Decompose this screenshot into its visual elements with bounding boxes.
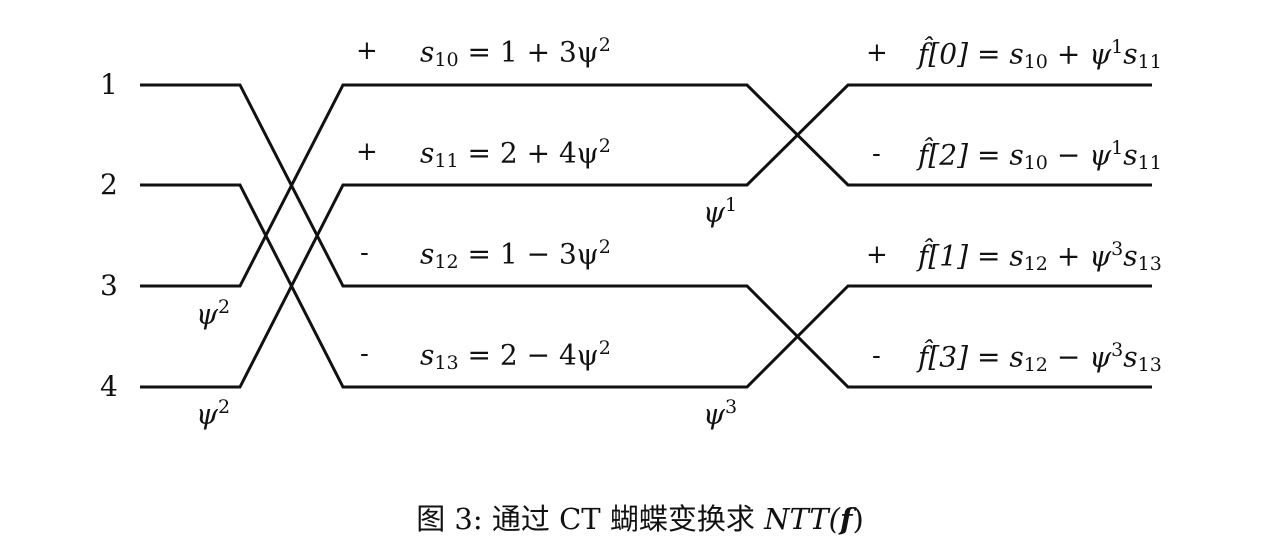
stage1-result-s11: s11 = 2 + 4ψ2: [420, 135, 611, 173]
stage2-sign-1: -: [872, 139, 881, 169]
stage2-sign-3: -: [872, 341, 881, 371]
stage1-sign-2: -: [360, 238, 369, 268]
stage1-result-s10: s10 = 1 + 3ψ2: [420, 34, 611, 72]
wire-3: [140, 83, 1152, 288]
input-index-4: 4: [100, 370, 118, 403]
stage2-result-f3: f̂[3] = s12 − ψ3s13: [918, 339, 1162, 377]
stage1-result-s12: s12 = 1 − 3ψ2: [420, 236, 611, 274]
stage2-sign-2: +: [866, 240, 888, 270]
twiddle-stage1-a: ψ2: [196, 296, 231, 331]
input-index-2: 2: [100, 168, 118, 201]
twiddle-stage2-b: ψ3: [703, 396, 738, 431]
wire-2: [140, 183, 1152, 389]
wire-4: [140, 83, 1152, 389]
stage2-result-f0: f̂[0] = s10 + ψ1s11: [918, 36, 1162, 74]
stage1-sign-0: +: [356, 36, 378, 66]
stage1-sign-3: -: [360, 339, 369, 369]
wire-1: [140, 83, 1152, 389]
stage2-result-f2: f̂[2] = s10 − ψ1s11: [918, 137, 1162, 175]
stage2-result-f1: f̂[1] = s12 + ψ3s13: [918, 238, 1162, 276]
twiddle-stage2-a: ψ1: [703, 194, 738, 229]
figure-caption: 图 3: 通过 CT 蝴蝶变换求 NTT(f): [416, 502, 864, 536]
stage1-sign-1: +: [356, 137, 378, 167]
input-index-3: 3: [100, 269, 118, 302]
input-index-1: 1: [100, 68, 118, 101]
stage1-result-s13: s13 = 2 − 4ψ2: [420, 337, 611, 375]
twiddle-stage1-b: ψ2: [196, 396, 231, 431]
stage2-sign-0: +: [866, 38, 888, 68]
